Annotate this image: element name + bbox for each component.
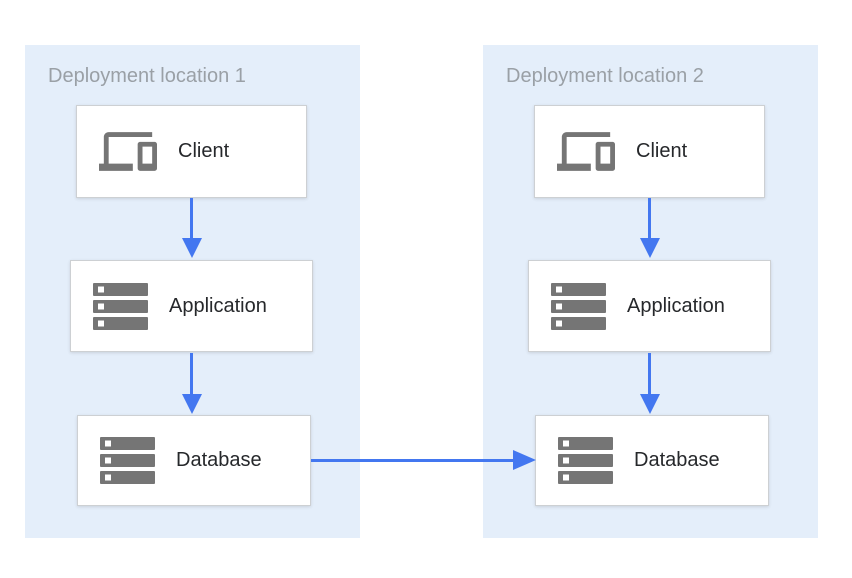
application-node: Application: [528, 260, 771, 352]
deployment-location-2-panel: Deployment location 2 Client: [483, 45, 818, 538]
node-label: Application: [169, 294, 267, 317]
node-label: Client: [636, 140, 688, 162]
arrowhead-down-icon: [182, 238, 202, 258]
arrow-client-to-application-1: [190, 198, 193, 238]
devices-icon: [99, 132, 157, 171]
server-stack-icon: [558, 437, 613, 484]
arrowhead-down-icon: [640, 238, 660, 258]
deployment-location-1-panel: Deployment location 1 Client: [25, 45, 360, 538]
arrowhead-down-icon: [640, 394, 660, 414]
panel-title: Deployment location 2: [506, 65, 704, 87]
node-label: Application: [627, 294, 725, 317]
arrow-application-to-database-1: [190, 353, 193, 394]
server-stack-icon: [551, 282, 606, 330]
database-node: Database: [77, 415, 311, 506]
arrow-database1-to-database2: [311, 459, 514, 462]
arrowhead-down-icon: [182, 394, 202, 414]
server-stack-icon: [100, 437, 155, 484]
node-label: Client: [178, 140, 230, 162]
arrowhead-right-icon: [513, 450, 536, 470]
node-label: Database: [176, 449, 262, 471]
database-node: Database: [535, 415, 769, 506]
devices-icon: [557, 132, 615, 171]
server-stack-icon: [93, 282, 148, 330]
client-node: Client: [76, 105, 307, 198]
arrow-client-to-application-2: [648, 198, 651, 238]
application-node: Application: [70, 260, 313, 352]
node-label: Database: [634, 449, 720, 471]
arrow-application-to-database-2: [648, 353, 651, 394]
client-node: Client: [534, 105, 765, 198]
panel-title: Deployment location 1: [48, 65, 246, 87]
